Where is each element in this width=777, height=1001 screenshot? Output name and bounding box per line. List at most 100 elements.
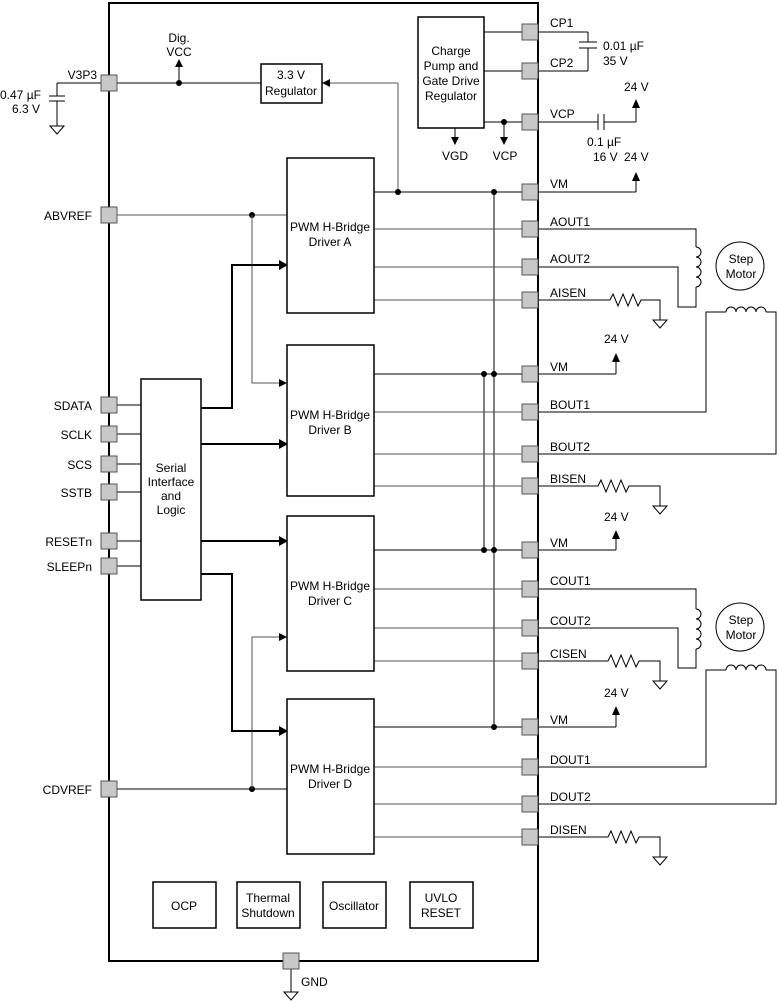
pin-vm-a: [521, 183, 539, 201]
pin-label-v3p3: V3P3: [68, 68, 98, 82]
pin-cout2: [521, 619, 539, 637]
pin-bisen: [521, 477, 539, 495]
pin-label-vm-b: VM: [550, 360, 568, 374]
pin-bout1: [521, 403, 539, 421]
pin-dout1: [521, 758, 539, 776]
pin-label-scs: SCS: [67, 458, 92, 472]
serial-label-2: Interface: [148, 475, 195, 489]
serial-label-1: Serial: [156, 461, 187, 475]
driver-b-block: [286, 344, 375, 497]
pin-sleepn: [100, 557, 118, 575]
pin-label-cout1: COUT1: [550, 574, 591, 588]
cp-cap-label-1: 0.01 µF: [603, 39, 644, 53]
supply-label-vm-c: 24 V: [604, 510, 629, 524]
pin-label-gnd: GND: [301, 975, 328, 989]
v3p3-cap-label-2: 6.3 V: [12, 102, 40, 116]
driver-d-label-1: PWM H-Bridge: [290, 762, 370, 776]
charge-pump-label-3: Gate Drive: [422, 74, 480, 88]
gnd-symbol: [283, 991, 299, 1001]
pin-label-sclk: SCLK: [61, 428, 92, 442]
pin-label-sleepn: SLEEPn: [47, 560, 92, 574]
supply-label-vm-a: 24 V: [624, 150, 649, 164]
pin-cp2: [521, 62, 539, 80]
pin-label-aisen: AISEN: [550, 286, 586, 300]
sense-resistors: [538, 292, 668, 866]
pin-label-disen: DISEN: [550, 823, 587, 837]
pin-label-bout1: BOUT1: [550, 398, 590, 412]
thermal-label-1: Thermal: [246, 891, 290, 905]
driver-b-label-2: Driver B: [308, 423, 351, 437]
pin-label-cdvref: CDVREF: [43, 783, 92, 797]
driver-output-wires: [374, 228, 538, 838]
motor-2-label-1: Step: [729, 613, 754, 627]
pin-vm-b: [521, 365, 539, 383]
driver-a-block: [286, 157, 375, 314]
pin-aout1: [521, 220, 539, 238]
pin-resetn: [100, 532, 118, 550]
charge-pump-label-4: Regulator: [425, 89, 477, 103]
pin-label-aout1: AOUT1: [550, 215, 590, 229]
pin-dout2: [521, 795, 539, 813]
pin-sclk: [100, 425, 118, 443]
pin-vcp: [521, 113, 539, 131]
dig-vcc-label-1: Dig.: [168, 31, 189, 45]
pin-bout2: [521, 445, 539, 463]
vgd-label: VGD: [442, 149, 468, 163]
charge-pump-label-1: Charge: [431, 44, 471, 58]
pin-aisen: [521, 291, 539, 309]
driver-b-label-1: PWM H-Bridge: [290, 408, 370, 422]
uvlo-block: [409, 881, 474, 929]
left-signal-wires: [109, 212, 288, 792]
vcp-cap-label-1: 0.1 µF: [587, 135, 621, 149]
v3p3-cap-label-1: 0.47 µF: [0, 88, 41, 102]
pin-label-cisen: CISEN: [550, 647, 587, 661]
cp-cap-label-2: 35 V: [603, 54, 628, 68]
motor-1-wiring: [538, 228, 777, 455]
serial-label-4: Logic: [157, 503, 186, 517]
uvlo-label-2: RESET: [421, 906, 462, 920]
driver-c-label-1: PWM H-Bridge: [290, 579, 370, 593]
motor-1-label-2: Motor: [726, 267, 757, 281]
supply-label-vm-b: 24 V: [604, 332, 629, 346]
pin-vm-d: [521, 718, 539, 736]
cp-capacitor: [538, 31, 597, 72]
vm-rails: [374, 172, 640, 730]
pin-label-dout2: DOUT2: [550, 790, 591, 804]
regulator-label-1: 3.3 V: [277, 68, 305, 82]
thermal-label-2: Shutdown: [241, 906, 294, 920]
pin-cp1: [521, 23, 539, 41]
driver-a-label-1: PWM H-Bridge: [290, 220, 370, 234]
pin-scs: [100, 455, 118, 473]
oscillator-label: Oscillator: [329, 899, 379, 913]
pin-v3p3: [100, 74, 118, 92]
pin-aout2: [521, 258, 539, 276]
motor-1-label-1: Step: [729, 252, 754, 266]
regulator-label-2: Regulator: [265, 84, 317, 98]
charge-pump-block: [417, 16, 485, 129]
pin-label-sstb: SSTB: [61, 486, 92, 500]
pin-label-abvref: ABVREF: [44, 209, 92, 223]
motor-2-label-2: Motor: [726, 628, 757, 642]
regulator-block: [260, 63, 323, 104]
uvlo-label-1: UVLO: [425, 891, 458, 905]
pin-sstb: [100, 483, 118, 501]
pin-label-aout2: AOUT2: [550, 252, 590, 266]
pin-label-cp1: CP1: [550, 16, 574, 30]
pin-label-vcp: VCP: [550, 107, 575, 121]
ocp-label: OCP: [171, 899, 197, 913]
thermal-block: [236, 881, 301, 929]
pin-sdata: [100, 396, 118, 414]
driver-a-label-2: Driver A: [309, 235, 352, 249]
pin-label-cp2: CP2: [550, 56, 574, 70]
pin-cisen: [521, 652, 539, 670]
pin-label-resetn: RESETn: [45, 535, 92, 549]
pin-label-vm-a: VM: [550, 177, 568, 191]
dig-vcc-label-2: VCC: [166, 45, 192, 59]
motor-2-wiring: [538, 588, 777, 805]
serial-logic-block: [140, 378, 202, 601]
pin-cout1: [521, 580, 539, 598]
driver-d-block: [286, 698, 375, 855]
driver-d-label-2: Driver D: [308, 777, 352, 791]
pin-label-bisen: BISEN: [550, 472, 586, 486]
